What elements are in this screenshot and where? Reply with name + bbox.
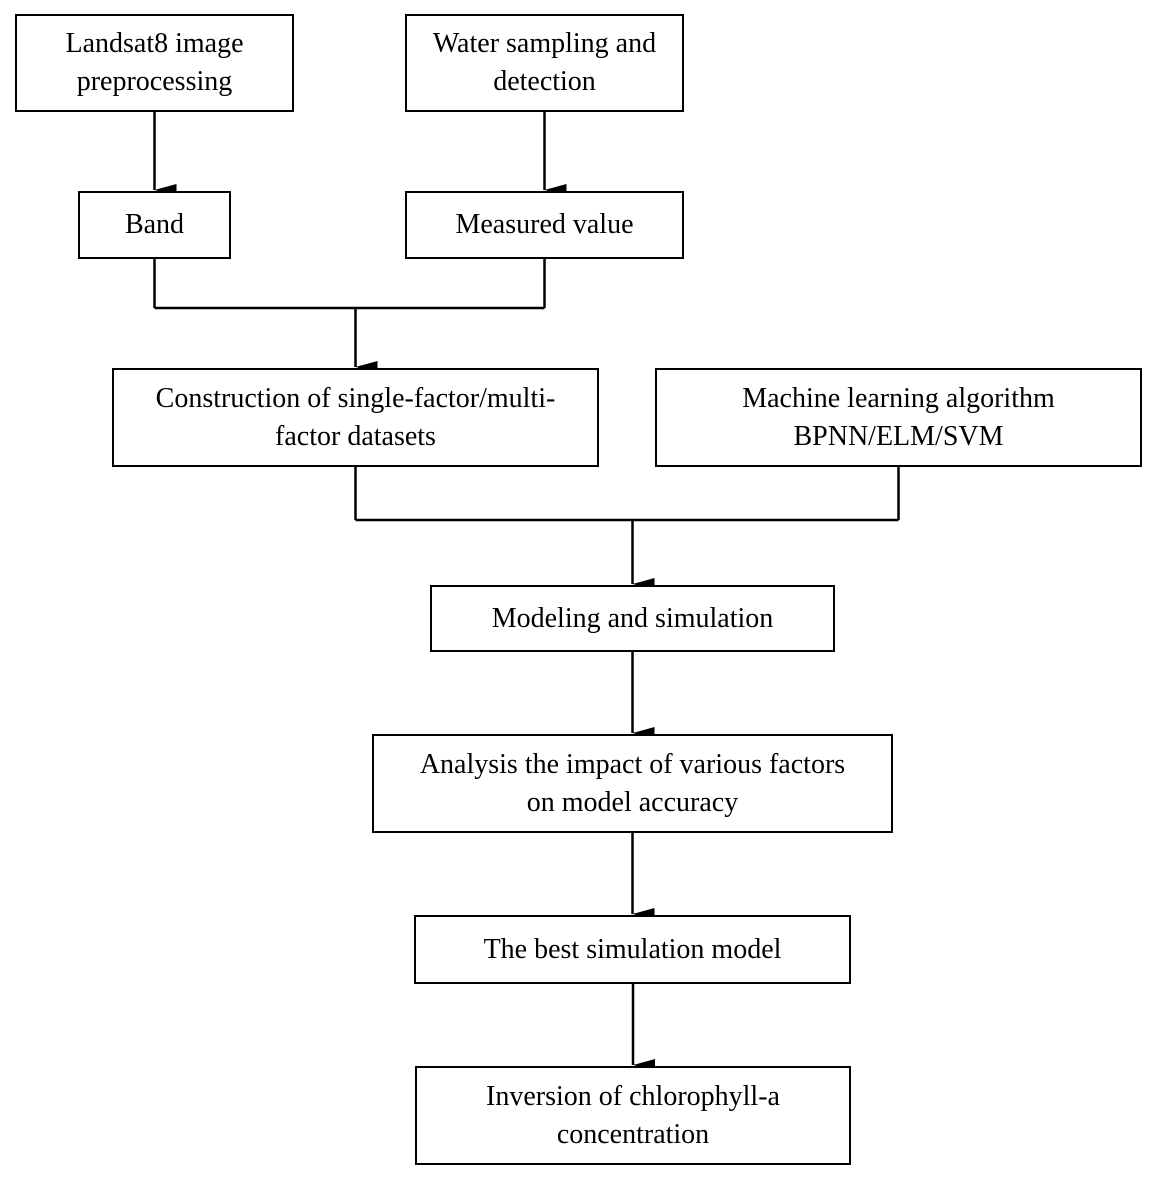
modeling-label: Modeling and simulation <box>491 602 774 634</box>
inversion-line-2: concentration <box>556 1118 710 1150</box>
measured-label: Measured value <box>455 209 634 240</box>
construct-line-1: Construction of single-factor/multi- <box>155 382 556 414</box>
measured-value-box: Measured value <box>405 191 684 259</box>
landsat-line-1: Landsat8 image <box>65 28 244 59</box>
water-sampling-box: Water sampling and detection <box>405 14 684 112</box>
ml-line-2: BPNN/ELM/SVM <box>793 420 1004 452</box>
analysis-line-2: on model accuracy <box>526 786 739 818</box>
water-line-2: detection <box>493 66 596 97</box>
analysis-line-1: Analysis the impact of various factors <box>419 748 846 780</box>
dataset-construction-box: Construction of single-factor/multi- fac… <box>112 368 599 467</box>
best-label: The best simulation model <box>483 933 782 965</box>
construct-line-2: factor datasets <box>275 420 436 452</box>
inversion-line-1: Inversion of chlorophyll-a <box>486 1080 780 1112</box>
best-model-box: The best simulation model <box>414 915 851 984</box>
modeling-simulation-box: Modeling and simulation <box>430 585 835 652</box>
arrow-construct-ml-to-modeling <box>354 467 900 584</box>
chlorophyll-inversion-box: Inversion of chlorophyll-a concentration <box>415 1066 851 1165</box>
ml-line-1: Machine learning algorithm <box>742 382 1055 414</box>
arrow-band-measured-to-construct <box>153 259 546 367</box>
water-line-1: Water sampling and <box>432 28 657 59</box>
landsat-line-2: preprocessing <box>76 66 233 97</box>
band-label: Band <box>124 209 185 240</box>
landsat-preprocessing-box: Landsat8 image preprocessing <box>15 14 294 112</box>
band-box: Band <box>78 191 231 259</box>
ml-algorithm-box: Machine learning algorithm BPNN/ELM/SVM <box>655 368 1142 467</box>
factor-analysis-box: Analysis the impact of various factors o… <box>372 734 893 833</box>
